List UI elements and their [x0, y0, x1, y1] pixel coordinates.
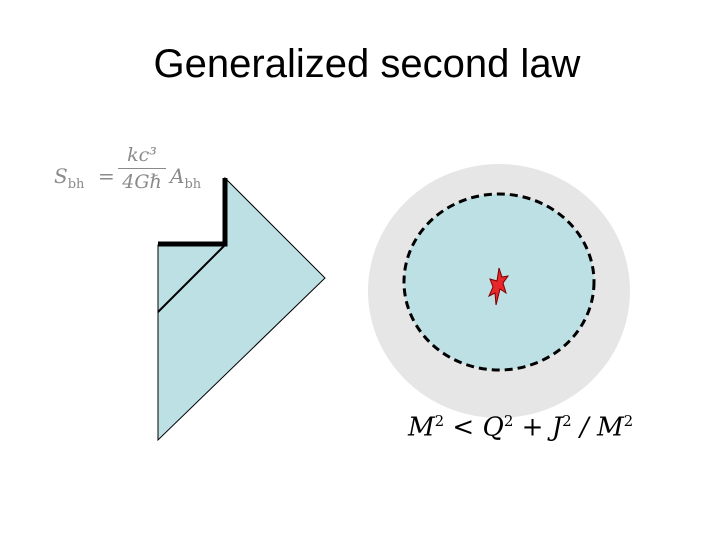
- fraction: kc³ 4Gℏ: [118, 144, 166, 193]
- area-subscript: bh: [184, 177, 202, 192]
- entropy-formula: Sbh = kc³ 4Gℏ Abh: [54, 140, 224, 210]
- m2: M: [596, 412, 624, 443]
- e1: 2: [434, 412, 445, 430]
- e3: 2: [562, 412, 572, 430]
- e2: 2: [503, 412, 514, 430]
- m1: M: [408, 412, 435, 443]
- e4: 2: [623, 412, 634, 430]
- fraction-bar: [118, 168, 166, 169]
- horizon-line: [157, 244, 226, 313]
- slash: /: [571, 412, 597, 443]
- area-letter: A: [170, 164, 185, 188]
- q: Q: [482, 412, 504, 443]
- fraction-numerator: kc³: [127, 144, 157, 166]
- equals-sign: =: [98, 164, 115, 188]
- singularity-line: [158, 178, 228, 247]
- entropy-letter: S: [54, 164, 68, 188]
- area-symbol: Abh: [170, 164, 201, 192]
- less-than: <: [444, 412, 483, 443]
- singularity-star: [487, 267, 510, 306]
- entropy-symbol: Sbh: [54, 164, 84, 192]
- penrose-region: [157, 176, 326, 442]
- slide-title: Generalized second law: [153, 42, 581, 86]
- fraction-denominator: 4Gℏ: [122, 171, 162, 193]
- plus: +: [513, 412, 552, 443]
- entropy-subscript: bh: [67, 177, 85, 192]
- extremality-condition: M2 < Q2 + J2 / M2: [408, 412, 633, 443]
- j: J: [551, 412, 563, 443]
